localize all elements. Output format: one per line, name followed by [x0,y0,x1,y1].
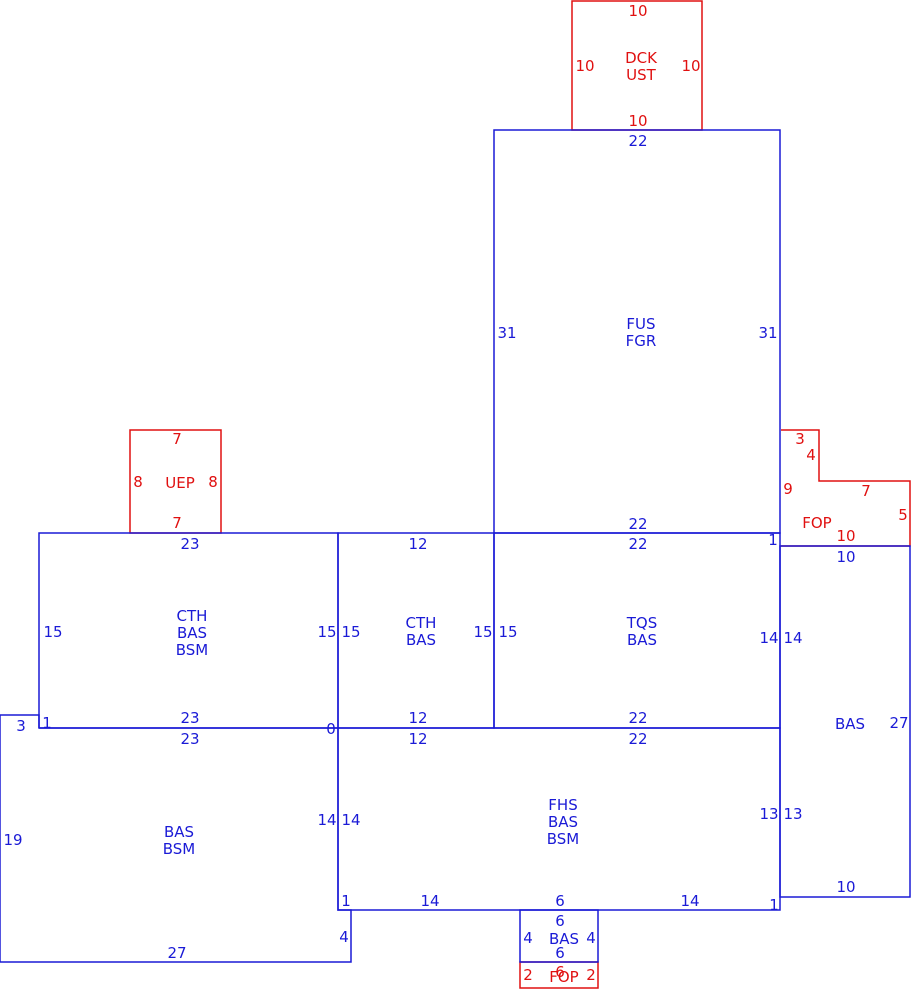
cth-mid-dim-right: 15 [473,623,492,641]
bas-right-dim-mid: 13 [783,805,802,823]
dck-code-2: UST [626,66,657,84]
bas-small-area-outline [519,909,599,963]
bas-left-code-2: BSM [163,840,196,858]
cth-mid-dim-left: 15 [341,623,360,641]
fus-dim-top: 22 [628,132,647,150]
uep-dim-top: 7 [172,430,182,448]
fhs-code-3: BSM [547,830,580,848]
cth-left-dim-left: 15 [43,623,62,641]
fop-bottom-dim-top: 6 [555,963,565,981]
dck-dim-bottom: 10 [628,112,647,130]
cth-mid-area: CTH BAS 12 15 15 12 [341,535,492,727]
fop-bottom-dim-left: 2 [523,966,533,984]
dck-dim-top: 10 [628,2,647,20]
fus-dim-left: 31 [497,324,516,342]
uep-dim-bottom: 7 [172,514,182,532]
fop-right-dim-d: 7 [861,482,871,500]
bas-small-dim-top: 6 [555,912,565,930]
tqs-area: TQS BAS 22 15 14 22 [498,535,778,727]
fhs-dim-corner-left: 1 [341,892,351,910]
bas-small-dim-left: 4 [523,929,533,947]
fhs-dim-top-right: 22 [628,730,647,748]
fop-bottom-dim-right: 2 [586,966,596,984]
bas-left-dim-left: 19 [3,831,22,849]
bas-right-code: BAS [835,715,865,733]
fop-right-dim-b: 4 [806,446,816,464]
tqs-dim-bottom: 22 [628,709,647,727]
fus-dim-bottom: 22 [628,515,647,533]
cth-left-dim-bottom: 23 [180,709,199,727]
bas-right-dim-top: 10 [836,548,855,566]
fhs-dim-bottom-right: 14 [680,892,699,910]
bas-left-dim-right: 14 [317,811,336,829]
cth-mid-dim-bottom: 12 [408,709,427,727]
cth-mid-code-1: CTH [406,614,437,632]
bas-small-dim-right: 4 [586,929,596,947]
cth-left-code-3: BSM [176,641,209,659]
fhs-dim-left: 14 [341,811,360,829]
tqs-code-2: BAS [627,631,657,649]
bas-left-code-1: BAS [164,823,194,841]
fhs-code-2: BAS [548,813,578,831]
bas-left-dim-jog-top: 3 [16,717,26,735]
fhs-dim-bottom-mid: 6 [555,892,565,910]
bas-small-area: BAS 6 4 4 6 [523,912,596,962]
cth-left-dim-top: 23 [180,535,199,553]
bas-left-dim-bottom: 27 [167,944,186,962]
uep-dim-right: 8 [208,473,218,491]
cth-mid-code-2: BAS [406,631,436,649]
tqs-dim-left: 15 [498,623,517,641]
fus-dim-right: 31 [758,324,777,342]
cth-left-area: CTH BAS BSM 23 15 15 23 [43,535,336,727]
bas-right-area-outline [779,545,911,898]
fop-right-code: FOP [802,514,831,532]
fop-right-dim-f: 10 [836,527,855,545]
uep-dim-left: 8 [133,473,143,491]
cth-mid-dim-top: 12 [408,535,427,553]
fop-right-area: FOP 3 4 9 7 5 10 [783,430,908,545]
bas-right-dim-bottom: 10 [836,878,855,896]
fhs-code-1: FHS [548,796,577,814]
fop-right-dim-g: 1 [768,531,778,549]
cth-left-code-2: BAS [177,624,207,642]
tqs-dim-top: 22 [628,535,647,553]
fop-right-dim-c: 9 [783,480,793,498]
fhs-area: FHS BAS BSM 12 22 14 13 14 6 14 1 1 [341,730,779,914]
fhs-dim-corner-right: 1 [769,896,779,914]
bas-left-area: BAS BSM 23 19 3 1 14 0 4 27 [3,714,348,962]
cth-left-dim-right: 15 [317,623,336,641]
dck-dim-left: 10 [575,57,594,75]
fop-bottom-code: FOP [549,968,578,986]
fus-code-1: FUS [626,315,655,333]
bas-left-dim-corner: 0 [326,720,336,738]
bas-right-dim-left: 14 [783,629,802,647]
uep-area: UEP 7 8 8 7 [133,430,218,532]
bas-small-code: BAS [549,930,579,948]
fop-right-dim-e: 5 [898,506,908,524]
uep-code: UEP [165,474,195,492]
fhs-dim-top-left: 12 [408,730,427,748]
cth-left-code-1: CTH [177,607,208,625]
bas-right-area: BAS 10 14 13 27 10 [783,548,908,896]
dck-code-1: DCK [625,49,658,67]
bas-small-dim-bottom: 6 [555,944,565,962]
dck-dim-right: 10 [681,57,700,75]
fop-right-dim-a: 3 [795,430,805,448]
fus-code-2: FGR [626,332,657,350]
fhs-dim-bottom-left: 14 [420,892,439,910]
bas-left-dim-top: 23 [180,730,199,748]
tqs-code-1: TQS [626,614,658,632]
fus-area: FUS FGR 22 31 31 22 [497,132,777,533]
bas-right-dim-right: 27 [889,714,908,732]
tqs-dim-right: 14 [759,629,778,647]
dck-area: DCK UST 10 10 10 10 [575,2,700,130]
fop-bottom-area: FOP 6 2 2 [523,963,596,986]
bas-left-dim-jog-side: 1 [42,714,52,732]
fhs-dim-right: 13 [759,805,778,823]
bas-left-dim-step: 4 [339,928,349,946]
